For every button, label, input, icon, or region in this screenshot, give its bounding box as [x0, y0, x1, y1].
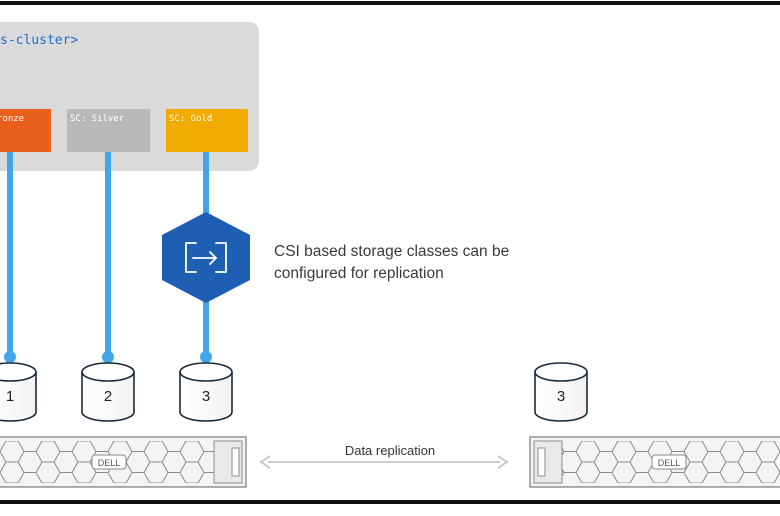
connector-gold-upper — [203, 152, 209, 214]
storage-class-silver-label: SC: Silver — [70, 114, 125, 124]
replication-callout: CSI based storage classes can be configu… — [274, 241, 574, 285]
connector-dot-2 — [102, 351, 114, 363]
volume-1: 1 — [0, 362, 37, 422]
storage-class-gold: SC: Gold — [166, 109, 248, 152]
connector-gold-lower — [203, 300, 209, 360]
volume-3-label: 3 — [202, 388, 210, 405]
connector-silver — [105, 152, 111, 360]
storage-class-bronze: ronze — [0, 109, 51, 152]
remote-volume-3: 3 — [534, 362, 588, 422]
volume-3: 3 — [179, 362, 233, 422]
storage-class-silver-box — [67, 109, 150, 152]
storage-class-bronze-box — [0, 109, 51, 152]
storage-class-silver: SC: Silver — [67, 109, 150, 152]
storage-class-gold-label: SC: Gold — [169, 114, 212, 124]
replication-arrow-icon — [162, 212, 250, 303]
replication-label: Data replication — [345, 443, 435, 458]
connector-dot-3 — [200, 351, 212, 363]
storage-array-remote: DELL — [529, 436, 780, 488]
remote-volume-label: 3 — [557, 388, 565, 405]
callout-line-2: configured for replication — [274, 265, 444, 282]
volume-1-label: 1 — [6, 388, 14, 405]
connector-lines — [4, 152, 212, 363]
connector-dot-1 — [4, 351, 16, 363]
storage-array-remote-brand: DELL — [658, 458, 681, 468]
storage-array-local: DELL — [0, 436, 247, 488]
callout-line-1: CSI based storage classes can be — [274, 243, 510, 260]
replication-arrow — [259, 455, 509, 469]
volume-2-label: 2 — [104, 388, 112, 405]
storage-class-gold-box — [166, 109, 248, 152]
storage-class-bronze-label: ronze — [0, 114, 24, 124]
connector-bronze — [7, 152, 13, 360]
volume-2: 2 — [81, 362, 135, 422]
storage-array-local-brand: DELL — [98, 458, 121, 468]
cluster-label: s-cluster> — [0, 33, 78, 48]
